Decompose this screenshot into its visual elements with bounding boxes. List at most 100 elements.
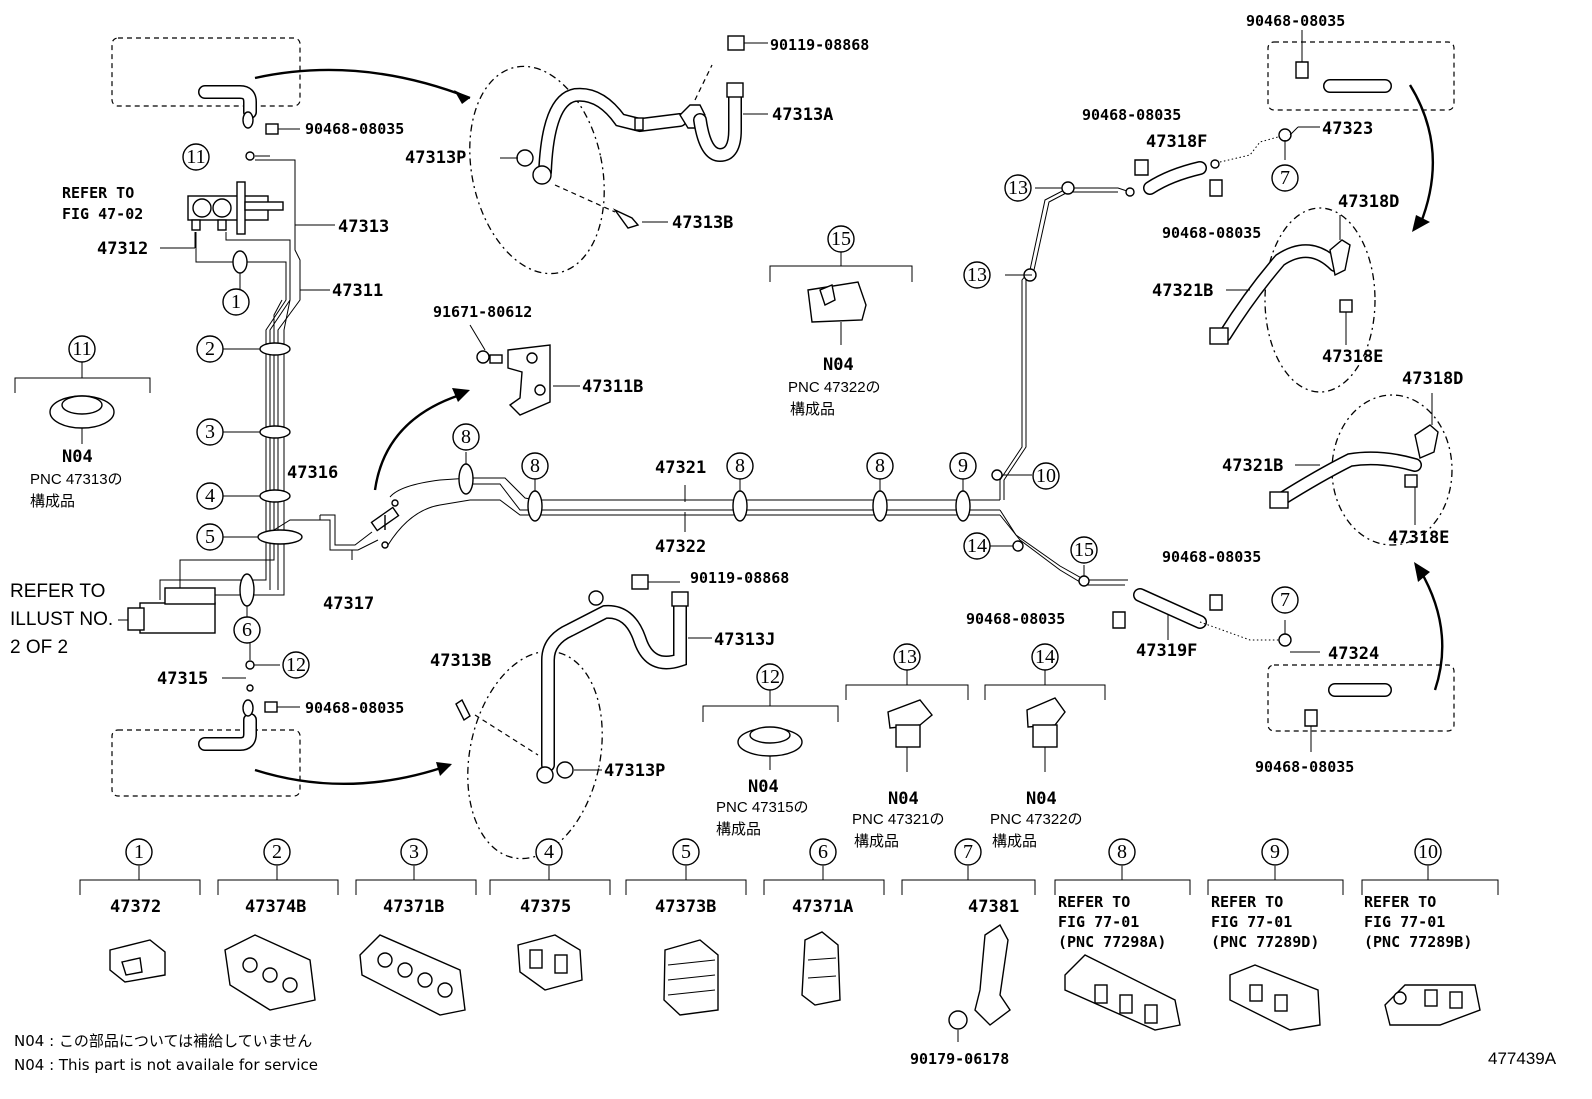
- front-left-wheel-box: [111, 37, 471, 119]
- bottom-8-line1: REFER TO: [1058, 893, 1130, 911]
- callout-numbers: 11 1 2 3 4 5 6 12 11 8 8 8 8 9 10 15 13 …: [72, 146, 1438, 863]
- refer-illust-line1: REFER TO: [10, 581, 105, 602]
- callout-7-a: 7: [1280, 167, 1290, 189]
- callout-8-b: 8: [530, 455, 540, 477]
- callout-12-detail: 12: [760, 666, 780, 688]
- bottom-clamp-drawings: [109, 923, 1481, 1042]
- callout-13-detail: 13: [897, 646, 917, 668]
- detail-12-code: N04: [748, 777, 779, 797]
- callout-2-a: 2: [205, 338, 215, 360]
- rear-left-wheel-box: [1267, 30, 1455, 232]
- bottom-part-2: 47374B: [245, 897, 306, 917]
- detail-11-pnc: PNC 47313の: [30, 471, 123, 488]
- callout-14-detail: 14: [1035, 646, 1055, 668]
- bottom-part-5: 47373B: [655, 897, 716, 917]
- label-47313A: 47313A: [772, 105, 833, 125]
- rear-left-line: [991, 126, 1320, 500]
- label-47321B-a: 47321B: [1152, 281, 1213, 301]
- label-47321B-b: 47321B: [1222, 456, 1283, 476]
- label-47313: 47313: [338, 217, 389, 237]
- detail-14-pnc: PNC 47322の: [990, 811, 1083, 828]
- detail-15-code: N04: [823, 355, 854, 375]
- detail-13-jp: 構成品: [854, 832, 899, 850]
- label-47311: 47311: [332, 281, 383, 301]
- callout-13-a: 13: [1008, 177, 1028, 199]
- master-cylinder: [187, 181, 284, 235]
- callout-1-a: 1: [231, 291, 241, 313]
- callout-5-a: 5: [205, 526, 215, 548]
- detail-bracket-11: [14, 362, 151, 444]
- label-47312: 47312: [97, 239, 148, 259]
- label-47322: 47322: [655, 537, 706, 557]
- detail-11-code: N04: [62, 447, 93, 467]
- detail-bracket-13: [845, 670, 969, 772]
- label-47317: 47317: [323, 594, 374, 614]
- label-90468-top: 90468-08035: [305, 120, 404, 138]
- bottom-callout-9: 9: [1270, 841, 1280, 863]
- label-47318E-b: 47318E: [1388, 528, 1449, 548]
- label-90468-r3: 90468-08035: [1246, 12, 1345, 30]
- part-labels: 90119-08868 47313A 47313P 47313B 90468-0…: [97, 12, 1463, 781]
- diagram-code: 477439A: [1488, 1049, 1557, 1068]
- bottom-8-line3: (PNC 77298A): [1058, 933, 1166, 951]
- callout-circles: [68, 143, 1442, 866]
- callout-7-b: 7: [1280, 589, 1290, 611]
- rear-left-hose-detail: [1209, 207, 1376, 393]
- label-91671: 91671-80612: [433, 303, 532, 321]
- bracket-47311B: [469, 324, 580, 416]
- detail-15-pnc: PNC 47322の: [788, 379, 881, 396]
- front-right-hose-assembly: [455, 574, 712, 860]
- label-47318D-b: 47318D: [1402, 369, 1463, 389]
- label-47324: 47324: [1328, 644, 1379, 664]
- label-90468-r6: 90468-08035: [1255, 758, 1354, 776]
- callout-14-a: 14: [967, 535, 987, 557]
- callout-8-c: 8: [735, 455, 745, 477]
- detail-14-code: N04: [1026, 789, 1057, 809]
- label-90468-r5: 90468-08035: [966, 610, 1065, 628]
- callout-11-a: 11: [186, 146, 205, 168]
- label-47316: 47316: [287, 463, 338, 483]
- bottom-8-line2: FIG 77-01: [1058, 913, 1139, 931]
- label-47313J: 47313J: [714, 630, 775, 650]
- label-47318D-a: 47318D: [1338, 192, 1399, 212]
- label-90468-bot: 90468-08035: [305, 699, 404, 717]
- label-90119-bot: 90119-08868: [690, 569, 789, 587]
- detail-11-jp: 構成品: [30, 492, 75, 510]
- note-en: N04 : This part is not availale for serv…: [14, 1056, 318, 1074]
- refer-fig-line1: REFER TO: [62, 184, 134, 202]
- bottom-10-line1: REFER TO: [1364, 893, 1436, 911]
- bottom-part-4: 47375: [520, 897, 571, 917]
- callout-3-a: 3: [205, 421, 215, 443]
- label-47318F: 47318F: [1146, 132, 1207, 152]
- label-90468-r4: 90468-08035: [1162, 548, 1261, 566]
- bottom-callout-5: 5: [681, 841, 691, 863]
- label-47313P-bot: 47313P: [604, 761, 665, 781]
- footnotes: N04 : この部品については補給していません N04 : This part …: [14, 1032, 1557, 1074]
- rear-right-line: [990, 509, 1320, 653]
- refer-labels: REFER TO FIG 47-02 REFER TO ILLUST NO. 2…: [10, 184, 143, 658]
- detail-13-pnc: PNC 47321の: [852, 811, 945, 828]
- detail-15-jp: 構成品: [790, 400, 835, 418]
- abs-actuator: [118, 587, 216, 634]
- bottom-9-line2: FIG 77-01: [1211, 913, 1292, 931]
- label-47313P-top: 47313P: [405, 148, 466, 168]
- bottom-part-7-sub: 90179-06178: [910, 1050, 1009, 1068]
- detail-bracket-12: [702, 690, 839, 770]
- detail-bracket-14: [984, 670, 1106, 772]
- label-90468-r2: 90468-08035: [1162, 224, 1261, 242]
- label-90468-r1: 90468-08035: [1082, 106, 1181, 124]
- callout-15-detail: 15: [831, 228, 851, 250]
- bottom-part-6: 47371A: [792, 897, 853, 917]
- rear-right-hose-detail: [1269, 393, 1453, 546]
- callout-10-a: 10: [1036, 465, 1056, 487]
- detail-14-jp: 構成品: [992, 832, 1037, 850]
- bottom-callout-8: 8: [1117, 841, 1127, 863]
- bottom-10-line2: FIG 77-01: [1364, 913, 1445, 931]
- detail-13-code: N04: [888, 789, 919, 809]
- bottom-9-line3: (PNC 77289D): [1211, 933, 1319, 951]
- label-47311B: 47311B: [582, 377, 643, 397]
- rear-right-wheel-box: [1267, 562, 1455, 752]
- label-47315: 47315: [157, 669, 208, 689]
